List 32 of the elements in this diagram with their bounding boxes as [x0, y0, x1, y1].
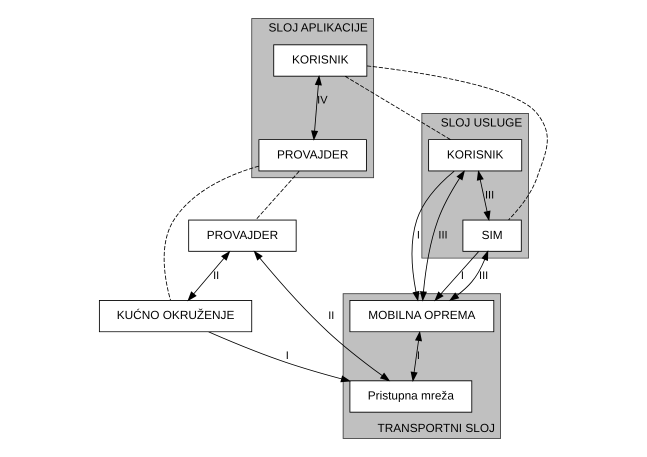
node-box: KUĆNO OKRUŽENJE [98, 300, 252, 332]
edge-label: I [416, 230, 420, 242]
edge-label: III [479, 270, 488, 282]
connector [255, 170, 300, 220]
arrow [412, 170, 455, 302]
arrow [311, 75, 322, 141]
edge-label: III [484, 189, 494, 202]
edge-label: I [460, 270, 464, 282]
node-box: KORISNIK [273, 44, 368, 77]
arrow [208, 331, 352, 382]
node-box: MOBILNA OPREMA [349, 300, 494, 332]
edge-label: II [328, 310, 334, 322]
connector [164, 166, 260, 301]
arrow [254, 250, 390, 382]
node-box: KORISNIK [428, 139, 522, 172]
node-box: SIM [462, 220, 522, 252]
arrow [476, 170, 490, 222]
edge-label: I [286, 350, 289, 362]
edge-label: II [213, 270, 220, 282]
arrow [434, 251, 479, 302]
edge-label: III [438, 230, 448, 242]
edge-label: I [416, 350, 420, 362]
connector [366, 65, 548, 220]
arrow [420, 170, 466, 302]
connector [344, 76, 451, 140]
arrow [448, 250, 488, 302]
node-box: Pristupna mreža [349, 380, 472, 413]
arrow [410, 330, 422, 382]
edge-label: IV [317, 94, 328, 107]
arrow [187, 250, 230, 302]
node-box: PROVAJDER [258, 139, 367, 172]
node-box: PROVAJDER [188, 220, 297, 252]
